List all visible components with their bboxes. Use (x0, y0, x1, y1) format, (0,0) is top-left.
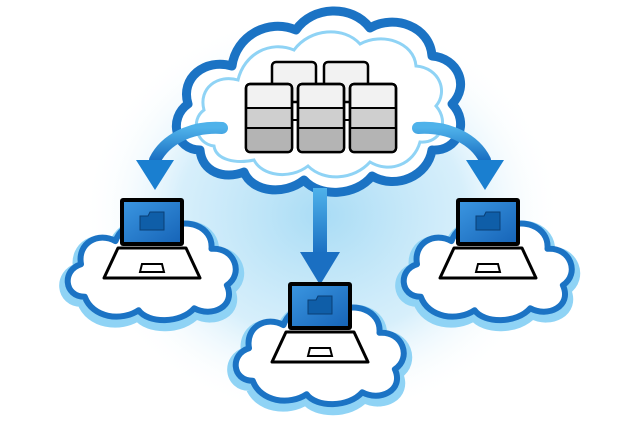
server-front-2 (296, 82, 350, 154)
server-front-3 (348, 82, 398, 154)
client-left (59, 198, 245, 332)
laptop-trackpad (474, 263, 502, 273)
client-center (227, 282, 413, 416)
folder-icon (139, 211, 165, 231)
server-front-1 (244, 82, 298, 154)
arrow-to-center (300, 188, 340, 285)
arrow-to-left (136, 121, 228, 190)
arrow-to-right (412, 121, 504, 190)
folder-icon (475, 211, 501, 231)
client-right (395, 198, 581, 332)
laptop-trackpad (138, 263, 166, 273)
laptop (102, 198, 202, 280)
laptop (438, 198, 538, 280)
laptop-trackpad (306, 347, 334, 357)
folder-icon (307, 295, 333, 315)
server-cloud-inner-ring (194, 30, 445, 179)
server-cloud (171, 6, 466, 197)
laptop (270, 282, 370, 364)
